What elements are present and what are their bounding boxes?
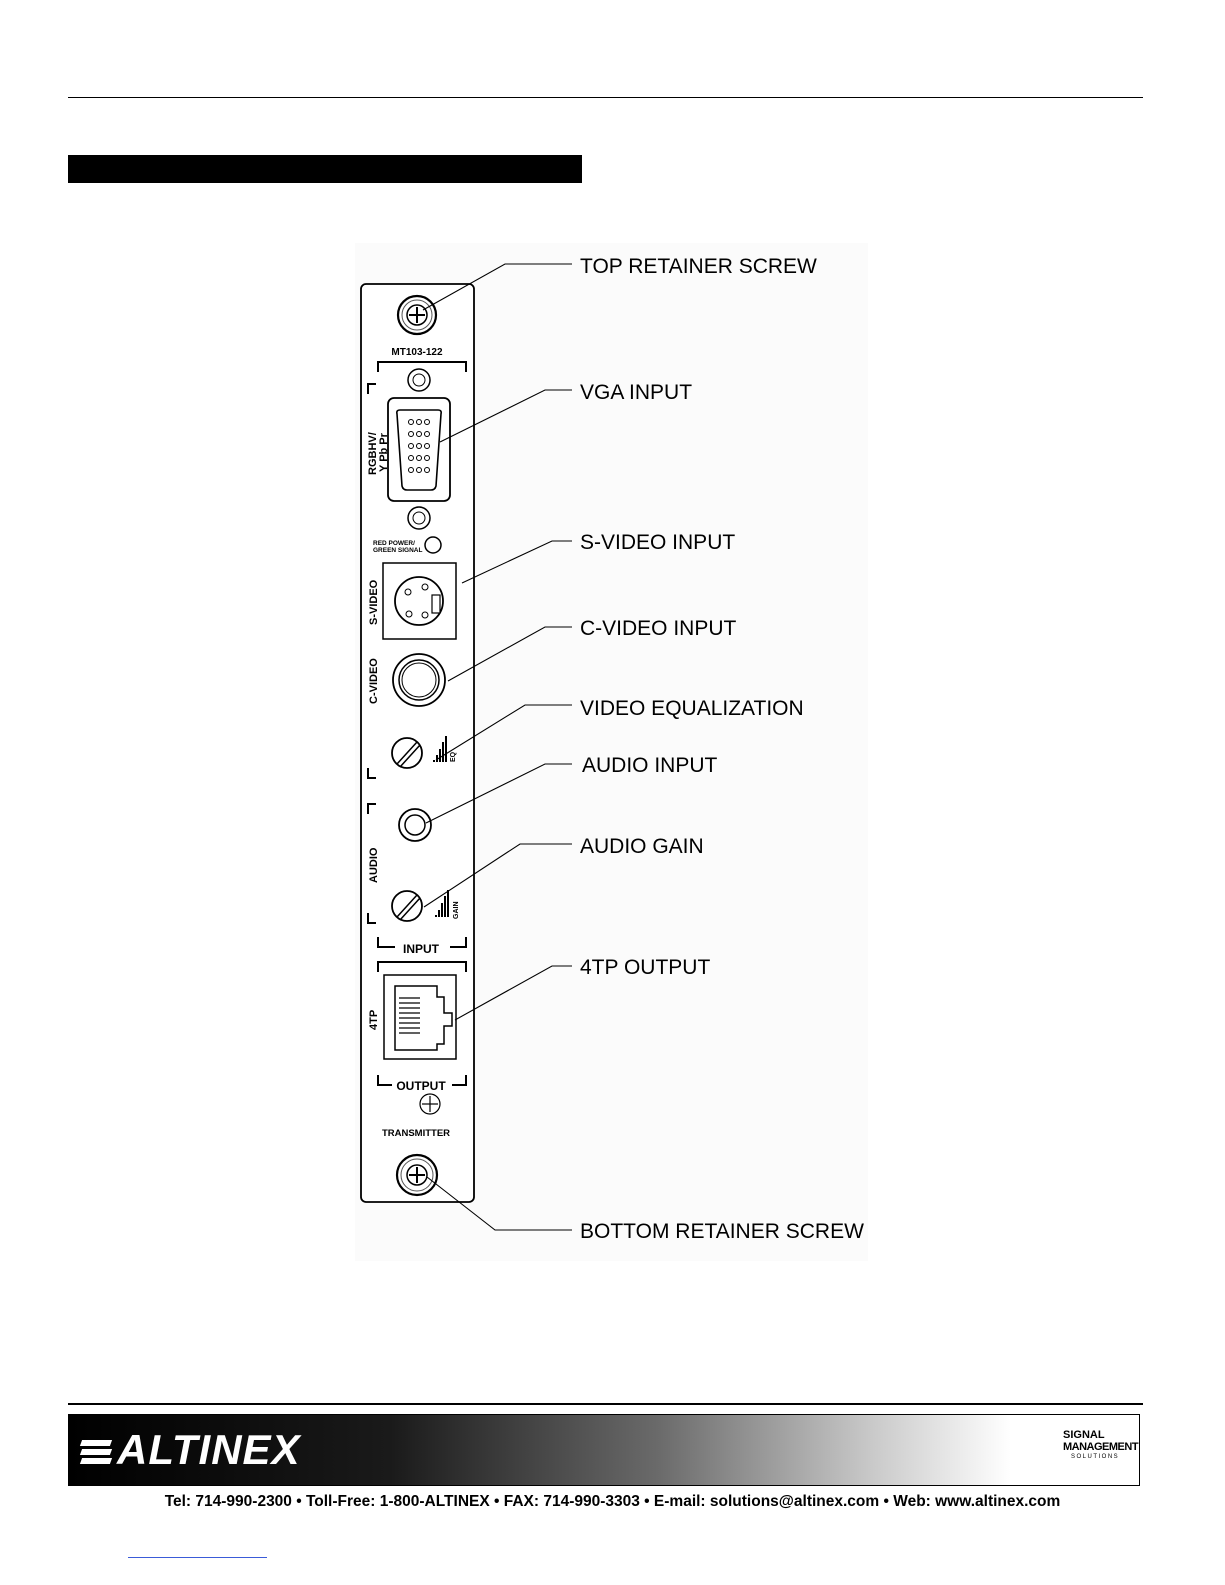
section-heading-bar <box>68 155 582 183</box>
led-label-line1: RED POWER/ <box>373 540 415 547</box>
cvideo-label: C-VIDEO <box>368 658 380 704</box>
panel-diagram: MT103-122 RGBHV/ Y Pb Pr RED POWER/ GREE… <box>360 263 572 1231</box>
input-label: INPUT <box>403 942 440 956</box>
bottom-retainer-screw-icon <box>395 1153 439 1197</box>
audio-jack-icon <box>398 808 432 842</box>
callout-svideo-input: S-VIDEO INPUT <box>580 531 736 554</box>
input-bracket-top <box>377 361 467 372</box>
footer-rule <box>68 1403 1143 1405</box>
logo-line1: SIGNAL <box>1063 1429 1105 1441</box>
model-label: MT103-122 <box>391 347 443 358</box>
gain-potentiometer-icon <box>391 890 423 922</box>
logo-line3: SOLUTIONS <box>1071 1454 1120 1460</box>
brand-logo: ALTINEX <box>79 1426 301 1473</box>
signal-management-logo: SIGNAL MANAGEMENT SOLUTIONS <box>1057 1423 1139 1479</box>
input-bracket-bottom <box>377 937 395 948</box>
vga-top-screw-icon <box>407 368 431 392</box>
vga-bottom-screw-icon <box>407 506 431 530</box>
output-bracket-top <box>377 961 467 972</box>
callout-audio-gain: AUDIO GAIN <box>580 835 704 858</box>
eq-potentiometer-icon <box>391 737 423 769</box>
led-label-line2: GREEN SIGNAL <box>373 547 423 554</box>
footer-banner: ALTINEX SIGNAL MANAGEMENT SOLUTIONS <box>68 1414 1140 1486</box>
rj45-connector-icon <box>383 974 457 1060</box>
callout-top-retainer-screw: TOP RETAINER SCREW <box>580 255 817 278</box>
brand-bars-icon <box>79 1436 115 1466</box>
audio-label: AUDIO <box>368 847 380 883</box>
transmitter-label: TRANSMITTER <box>382 1128 450 1139</box>
logo-line2: MANAGEMENT <box>1063 1441 1139 1453</box>
rgbhv-label-line2: Y Pb Pr <box>378 432 390 472</box>
contact-line: Tel: 714-990-2300 • Toll-Free: 1-800-ALT… <box>164 1493 1061 1510</box>
tp-label: 4TP <box>368 1010 380 1030</box>
brand-name: ALTINEX <box>117 1426 301 1473</box>
gain-scale-icon <box>435 890 449 917</box>
svideo-connector-icon <box>382 562 457 640</box>
corner-mark <box>367 803 376 814</box>
corner-mark <box>367 913 376 924</box>
output-label: OUTPUT <box>396 1079 446 1093</box>
output-bracket-bottom <box>452 1075 467 1086</box>
eq-label: EQ <box>450 751 457 762</box>
callout-4tp-output: 4TP OUTPUT <box>580 956 711 979</box>
cvideo-connector-icon <box>392 653 446 707</box>
ground-screw-icon <box>419 1093 441 1115</box>
gain-label: GAIN <box>453 902 460 920</box>
led-indicator-icon <box>424 536 442 554</box>
corner-mark <box>367 383 376 394</box>
top-retainer-screw-icon <box>396 294 438 336</box>
svideo-label: S-VIDEO <box>368 579 380 625</box>
rgbhv-label-line1: RGBHV/ <box>367 432 379 475</box>
input-bracket-bottom <box>450 937 467 948</box>
header-rule <box>68 97 1143 98</box>
corner-mark <box>367 768 376 779</box>
callout-audio-input: AUDIO INPUT <box>582 754 718 777</box>
link-underline <box>128 1557 267 1558</box>
callout-cvideo-input: C-VIDEO INPUT <box>580 617 737 640</box>
callout-vga-input: VGA INPUT <box>580 381 693 404</box>
output-bracket-bottom <box>377 1075 392 1086</box>
callout-leaders <box>422 263 572 1231</box>
vga-connector-icon <box>387 397 451 502</box>
eq-scale-icon <box>433 736 447 762</box>
callout-bottom-retainer-screw: BOTTOM RETAINER SCREW <box>580 1220 864 1243</box>
callout-video-equalization: VIDEO EQUALIZATION <box>580 697 804 720</box>
